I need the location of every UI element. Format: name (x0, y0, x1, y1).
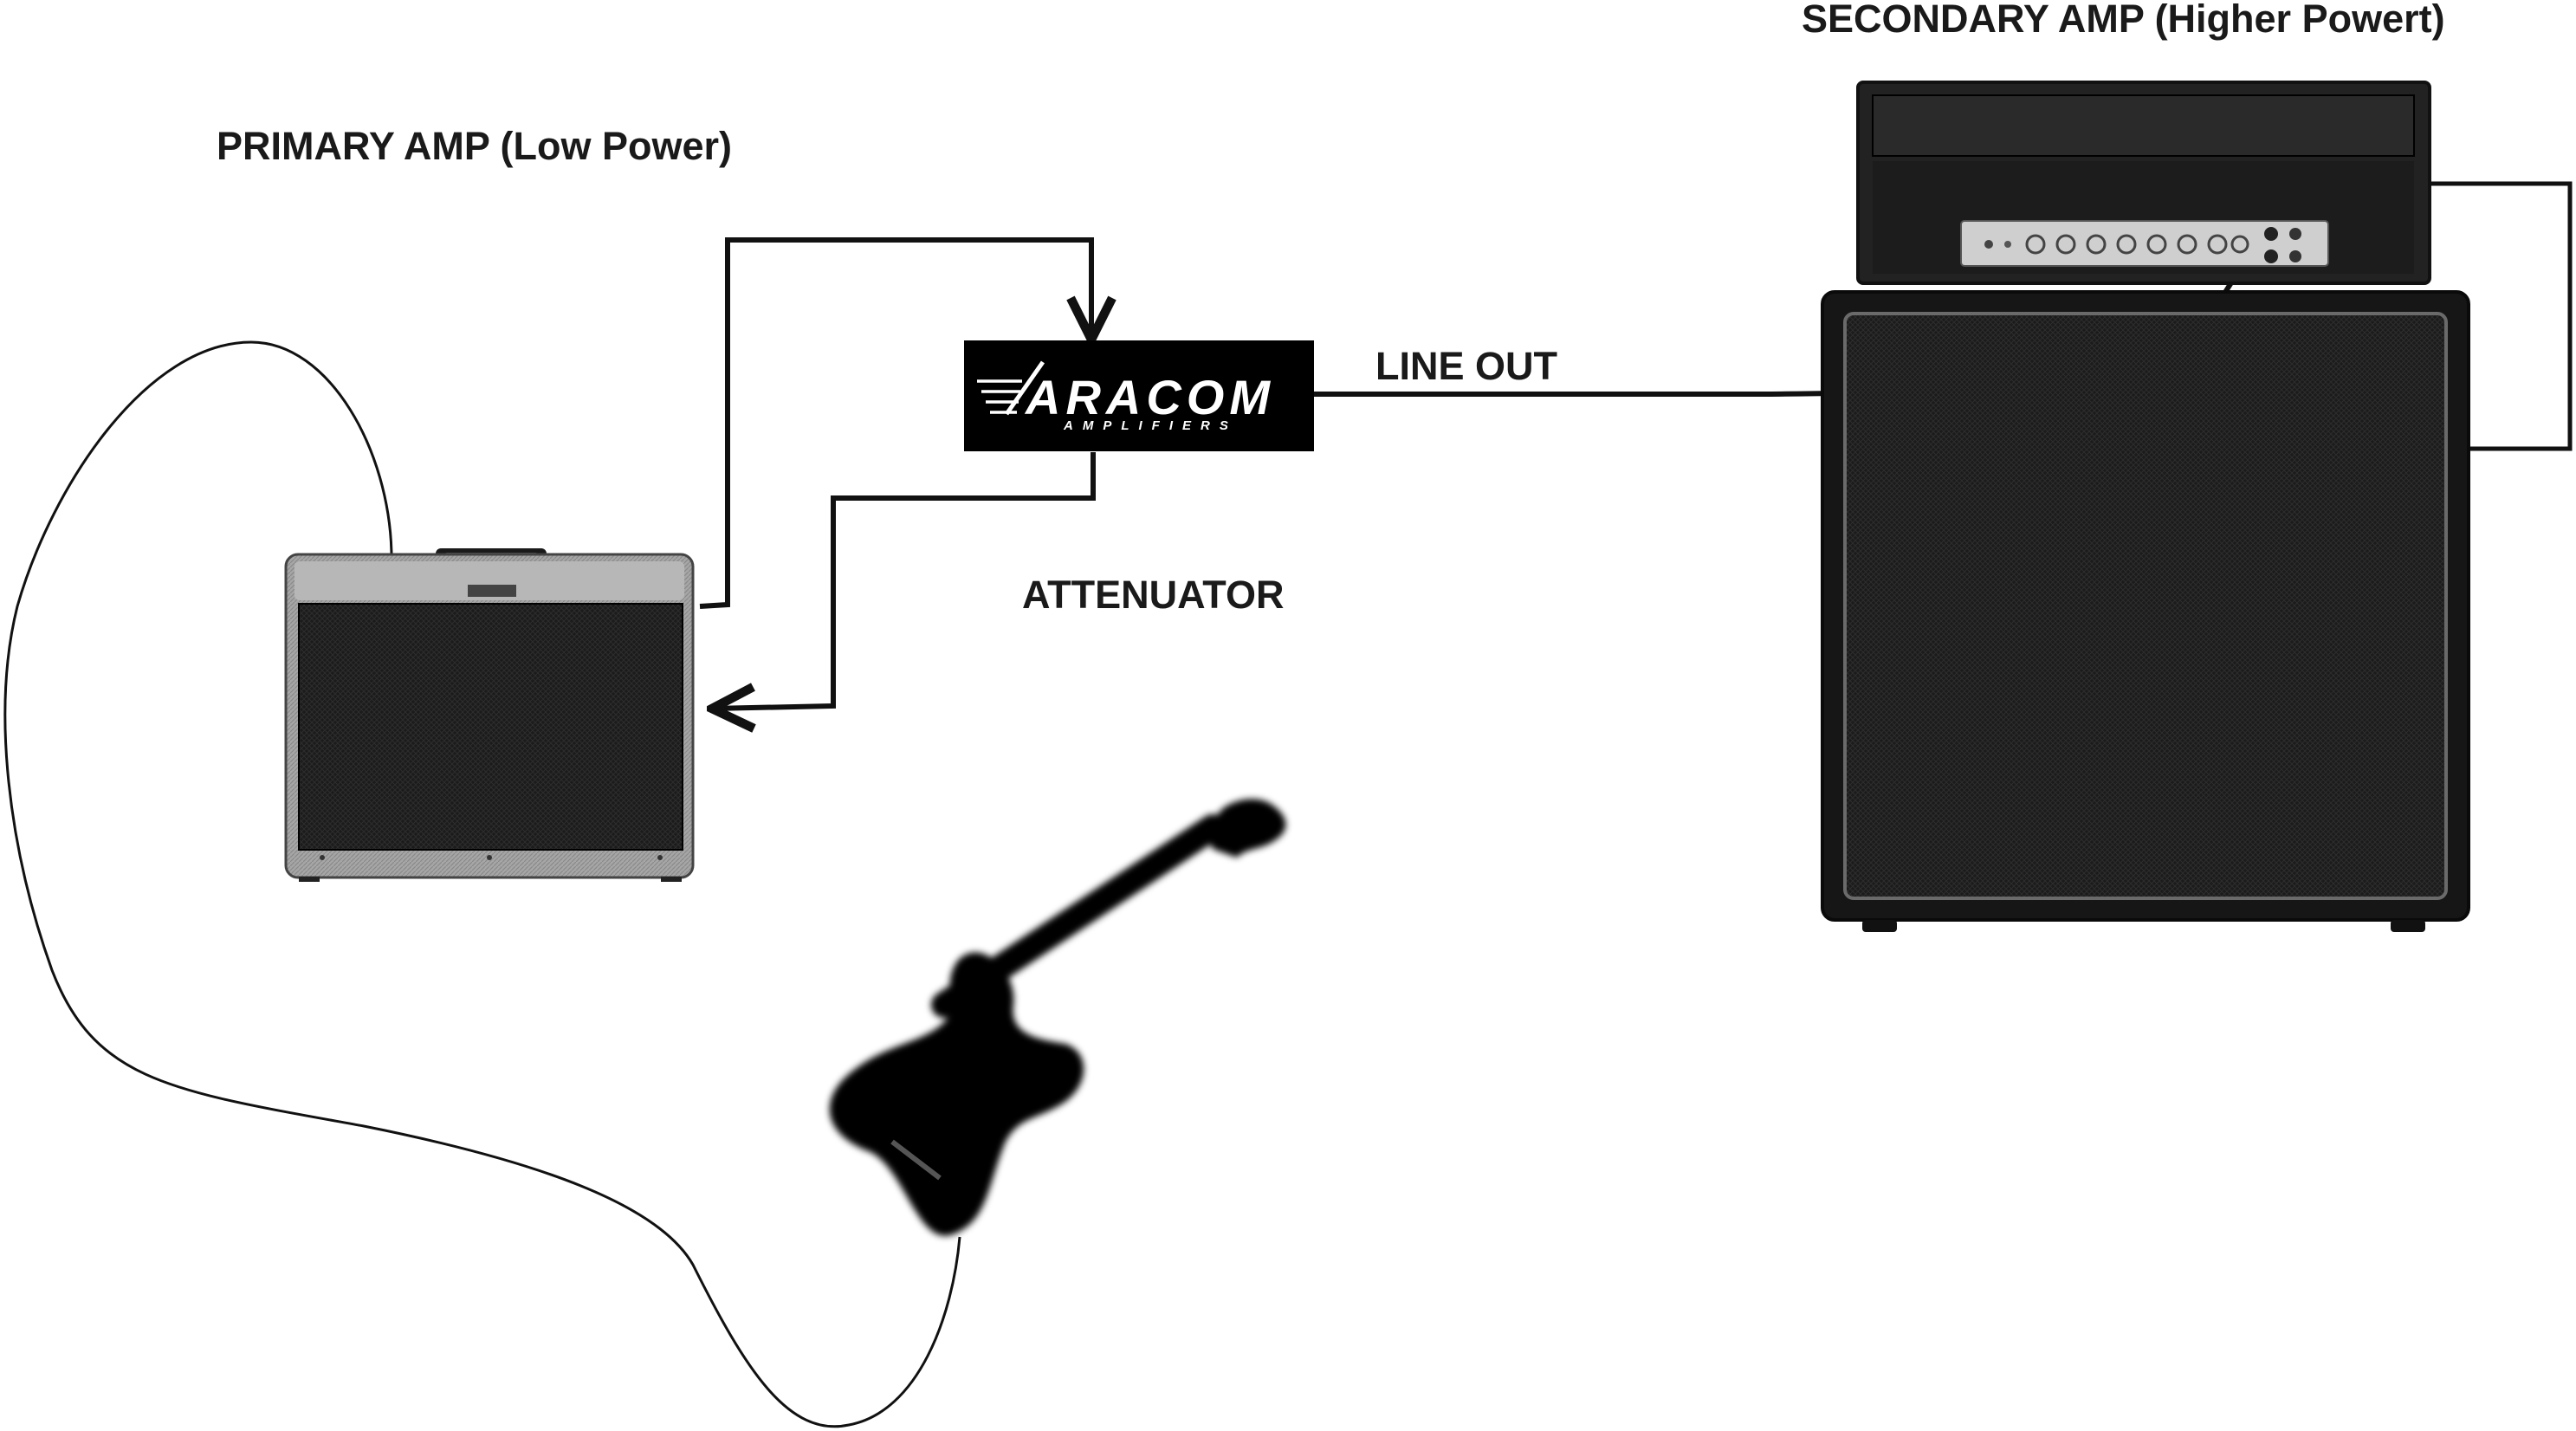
speaker-out-cable (699, 237, 1091, 609)
combo-amp-icon (284, 548, 695, 882)
logo-brand-text: ARACOM (1024, 370, 1275, 424)
head-cabinet-cable (2425, 181, 2573, 451)
amp-head-icon (1856, 81, 2431, 285)
line-out-label: LINE OUT (1375, 344, 1557, 388)
speaker-return-cable (712, 452, 1096, 709)
attenuator-logo: ARACOM AMPLIFIERS (964, 340, 1314, 451)
guitar-icon (829, 799, 1286, 1236)
attenuator-label: ATTENUATOR (1022, 573, 1284, 617)
speaker-cabinet-icon (1821, 290, 2470, 932)
guitar-bridge (890, 1139, 942, 1181)
secondary-amp-label: SECONDARY AMP (Higher Powert) (1802, 0, 2445, 41)
primary-amp-label: PRIMARY AMP (Low Power) (217, 124, 732, 168)
logo-subtitle-text: AMPLIFIERS (1063, 418, 1238, 433)
guitar-cable (3, 340, 961, 1428)
